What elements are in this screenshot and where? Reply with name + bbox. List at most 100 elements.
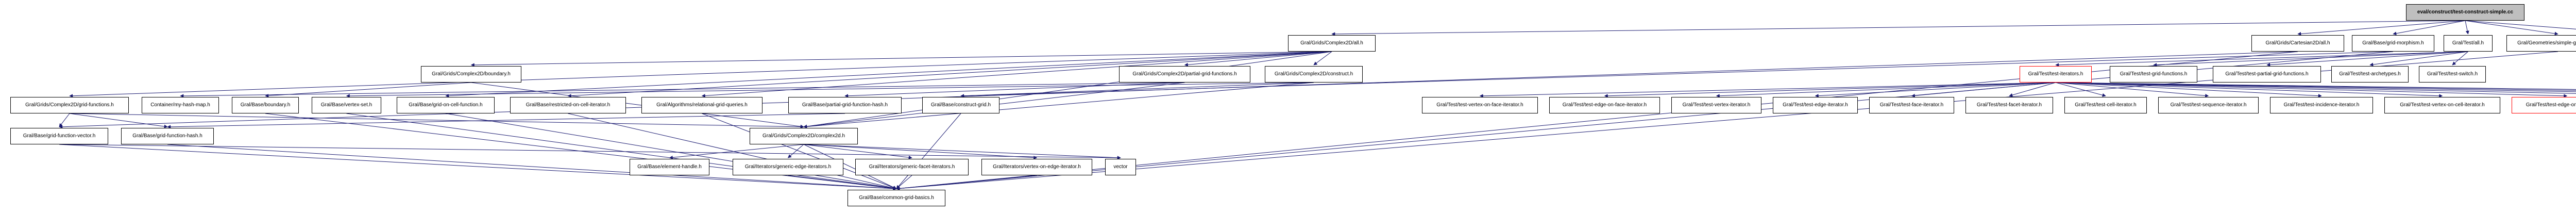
include-edge [1716,82,2056,98]
include-edge [167,144,897,191]
include-edge [803,144,1121,160]
include-edge [2452,51,2468,65]
include-edge [69,113,168,128]
node-gral-test-test-vertex-iterator-h[interactable]: Gral/Test/test-vertex-iterator.h [1671,97,1761,113]
include-edge [2465,20,2469,35]
include-edge [844,82,1185,98]
node-gral-grids-cartesian2d-all-h[interactable]: Gral/Grids/Cartesian2D/all.h [2251,35,2344,52]
node-gral-test-test-vertex-on-cell-iterator-h[interactable]: Gral/Test/test-vertex-on-cell-iterator.h [2384,97,2500,113]
include-edge [702,113,897,189]
node-gral-base-partial-grid-function-hash-h[interactable]: Gral/Base/partial-grid-function-hash.h [788,97,902,113]
include-edge [701,51,1332,98]
node-gral-test-test-cell-iterator-h[interactable]: Gral/Test/test-cell-iterator.h [2064,97,2147,113]
include-edge [2055,82,2576,94]
include-edge [2465,20,2576,29]
node-gral-test-test-facet-iterator-h[interactable]: Gral/Test/test-facet-iterator.h [1965,97,2053,113]
node-gral-test-test-archetypes-h[interactable]: Gral/Test/test-archetypes.h [2331,66,2409,83]
include-edge [69,51,1332,98]
include-edge [2153,51,2468,67]
include-edge [59,113,70,127]
node-gral-iterators-vertex-on-edge-iterator-h[interactable]: Gral/Iterators/vertex-on-edge-iterator.h [981,159,1092,175]
include-edge [1604,82,2056,98]
include-edge [803,144,897,189]
node-container-my-hash-map-h[interactable]: Container/my-hash-map.h [142,97,219,113]
node-gral-grids-complex2d-construct-h[interactable]: Gral/Grids/Complex2D/construct.h [1265,66,1363,83]
node-gral-iterators-generic-facet-iterators-h[interactable]: Gral/Iterators/generic-facet-iterators.h [855,159,969,175]
include-edge [445,51,1332,98]
include-edge [567,51,1332,98]
include-edge [568,113,897,190]
include-edge [59,144,1121,160]
node-gral-base-grid-on-cell-function-h[interactable]: Gral/Base/grid-on-cell-function.h [397,97,495,113]
include-edge [803,51,1332,128]
node-gral-test-test-sequence-iterator-h[interactable]: Gral/Test/test-sequence-iterator.h [2158,97,2259,113]
node-gral-algorithms-relational-grid-queries-h[interactable]: Gral/Algorithms/relational-grid-queries.… [641,97,762,113]
include-edge [787,144,804,158]
node-eval-construct-test-construct-simple-cc[interactable]: eval/construct/test-construct-simple.cc [2406,4,2524,21]
include-edge [2009,82,2056,97]
include-edge [896,113,961,189]
node-gral-grids-complex2d-grid-functions-h[interactable]: Gral/Grids/Complex2D/grid-functions.h [10,97,129,113]
include-edge [2055,82,2576,90]
node-gral-test-test-edge-iterator-h[interactable]: Gral/Test/test-edge-iterator.h [1773,97,1858,113]
node-gral-base-element-handle-h[interactable]: Gral/Base/element-handle.h [630,159,709,175]
node-gral-test-all-h[interactable]: Gral/Test/all.h [2444,35,2493,52]
node-gral-base-grid-function-hash-h[interactable]: Gral/Base/grid-function-hash.h [121,128,214,144]
node-gral-base-restricted-on-cell-iterator-h[interactable]: Gral/Base/restricted-on-cell-iterator.h [510,97,626,113]
include-edge [788,175,897,190]
include-edge [1184,51,1332,67]
include-edge [2393,20,2466,36]
include-edge [2266,51,2468,67]
include-edge [167,113,845,129]
node-gral-base-construct-grid-h[interactable]: Gral/Base/construct-grid.h [922,97,999,113]
include-edge [59,51,2298,129]
include-edge [1479,82,2056,98]
node-gral-geometries-simple-geometry-h[interactable]: Gral/Geometries/simple-geometry.h [2506,35,2576,52]
node-gral-test-test-face-iterator-h[interactable]: Gral/Test/test-face-iterator.h [1869,97,1954,113]
include-edge [180,82,1185,98]
node-vector[interactable]: vector [1105,159,1136,175]
include-edge [896,175,912,189]
include-edge [803,144,1038,160]
include-edge [2055,82,2209,97]
include-edge [2055,82,2322,98]
include-edge [59,144,897,191]
include-edge [1313,51,1332,65]
include-edge [445,113,897,190]
node-gral-test-test-iterators-h[interactable]: Gral/Test/test-iterators.h [2020,66,2092,83]
node-gral-base-vertex-set-h[interactable]: Gral/Base/vertex-set.h [312,97,381,113]
node-gral-test-test-grid-functions-h[interactable]: Gral/Test/test-grid-functions.h [2110,66,2197,83]
node-gral-test-test-edge-on-cell-iterator-h[interactable]: Gral/Test/test-edge-on-cell-iterator.h [2512,97,2576,113]
node-gral-test-test-partial-grid-functions-h[interactable]: Gral/Test/test-partial-grid-functions.h [2213,66,2321,83]
node-gral-grids-complex2d-partial-grid-functions-h[interactable]: Gral/Grids/Complex2D/partial-grid-functi… [1119,66,1250,83]
node-gral-grids-complex2d-all-h[interactable]: Gral/Grids/Complex2D/all.h [1288,35,1376,52]
node-gral-grids-complex2d-boundary-h[interactable]: Gral/Grids/Complex2D/boundary.h [421,66,521,83]
include-edge [346,82,1314,98]
node-gral-base-grid-function-vector-h[interactable]: Gral/Base/grid-function-vector.h [10,128,108,144]
include-edge [803,144,912,159]
include-edge [2369,51,2468,67]
include-edge [2055,82,2443,98]
node-gral-base-grid-morphism-h[interactable]: Gral/Base/grid-morphism.h [2352,35,2434,52]
node-gral-test-test-edge-on-face-iterator-h[interactable]: Gral/Test/test-edge-on-face-iterator.h [1549,97,1660,113]
include-edge [2055,51,2468,67]
node-gral-test-test-incidence-iterator-h[interactable]: Gral/Test/test-incidence-iterator.h [2270,97,2373,113]
node-gral-base-boundary-h[interactable]: Gral/Base/boundary.h [232,97,299,113]
include-edge [2055,82,2576,92]
include-edge [1815,82,2056,98]
include-edge [1331,20,2466,36]
include-edge [2055,82,2568,98]
node-gral-test-test-switch-h[interactable]: Gral/Test/test-switch.h [2419,66,2486,83]
node-gral-grids-complex2d-complex2d-h[interactable]: Gral/Grids/Complex2D/complex2d.h [750,128,858,144]
node-gral-iterators-generic-edge-iterators-h[interactable]: Gral/Iterators/generic-edge-iterators.h [733,159,843,175]
node-gral-base-common-grid-basics-h[interactable]: Gral/Base/common-grid-basics.h [848,190,945,206]
include-edge [470,51,1332,67]
include-edge [346,113,897,190]
include-edge [960,82,1314,98]
include-edge [803,82,1314,128]
node-gral-test-test-vertex-on-face-iterator-h[interactable]: Gral/Test/test-vertex-on-face-iterator.h [1422,97,1538,113]
include-edge [2297,20,2466,36]
include-edge [265,82,471,98]
